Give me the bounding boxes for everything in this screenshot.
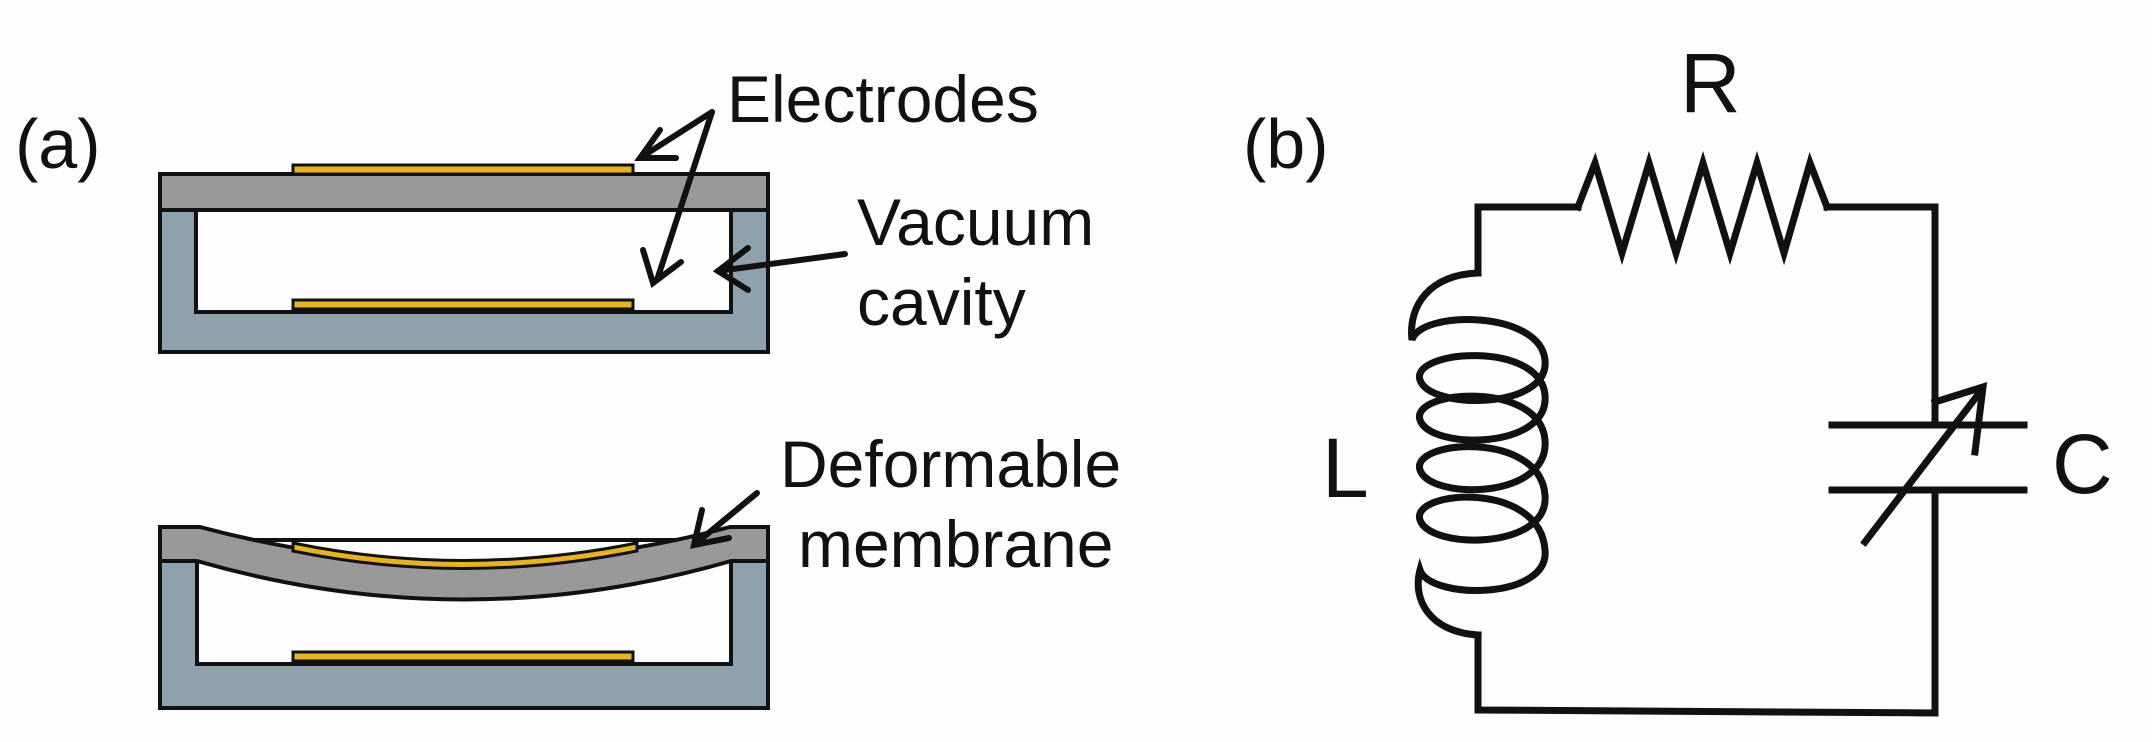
substrate-cavity	[158, 208, 770, 354]
wire-top-left	[1474, 203, 1582, 277]
resistor-symbol	[1573, 150, 1832, 266]
wire-capacitor-to-bottom	[1474, 486, 1939, 717]
sensor-deformed	[158, 525, 770, 710]
cavity-label-line1: Vacuum	[857, 185, 1094, 259]
electrodes-arrow-upper	[637, 109, 715, 161]
sensor-undeformed	[158, 163, 770, 354]
substrate-cavity-deformed	[158, 538, 770, 710]
electrodes-label: Electrodes	[727, 62, 1039, 136]
variable-capacitor-arrow	[1860, 387, 1985, 547]
capacitor-label: C	[2052, 417, 2113, 511]
electrodes-arrow-lower	[654, 109, 715, 283]
panel-b-label: (b)	[1243, 105, 1329, 183]
inductor-coil	[1408, 269, 1549, 639]
lower-electrode	[291, 298, 635, 311]
upper-electrode-deformed	[291, 541, 639, 570]
cavity-arrow	[712, 245, 848, 293]
lower-electrode-deformed	[291, 650, 635, 663]
membrane-label-line1: Deformable	[780, 427, 1121, 501]
variable-capacitor-arrowhead	[1930, 382, 1988, 456]
membrane-label-line2: membrane	[798, 507, 1113, 581]
resistor-label: R	[1680, 36, 1741, 130]
electrodes-arrowhead-lower	[640, 247, 684, 288]
electrodes-arrows	[634, 109, 715, 288]
membrane-arrow	[690, 490, 760, 549]
rlc-circuit	[1408, 150, 2028, 717]
inductor-label: L	[1322, 421, 1369, 515]
top-membrane	[158, 172, 770, 212]
electrodes-arrowhead-upper	[634, 127, 679, 161]
panel-a-label: (a)	[15, 105, 101, 183]
upper-electrode	[291, 163, 635, 176]
wire-top-right	[1823, 203, 1939, 424]
cavity-label-line2: cavity	[857, 265, 1026, 339]
